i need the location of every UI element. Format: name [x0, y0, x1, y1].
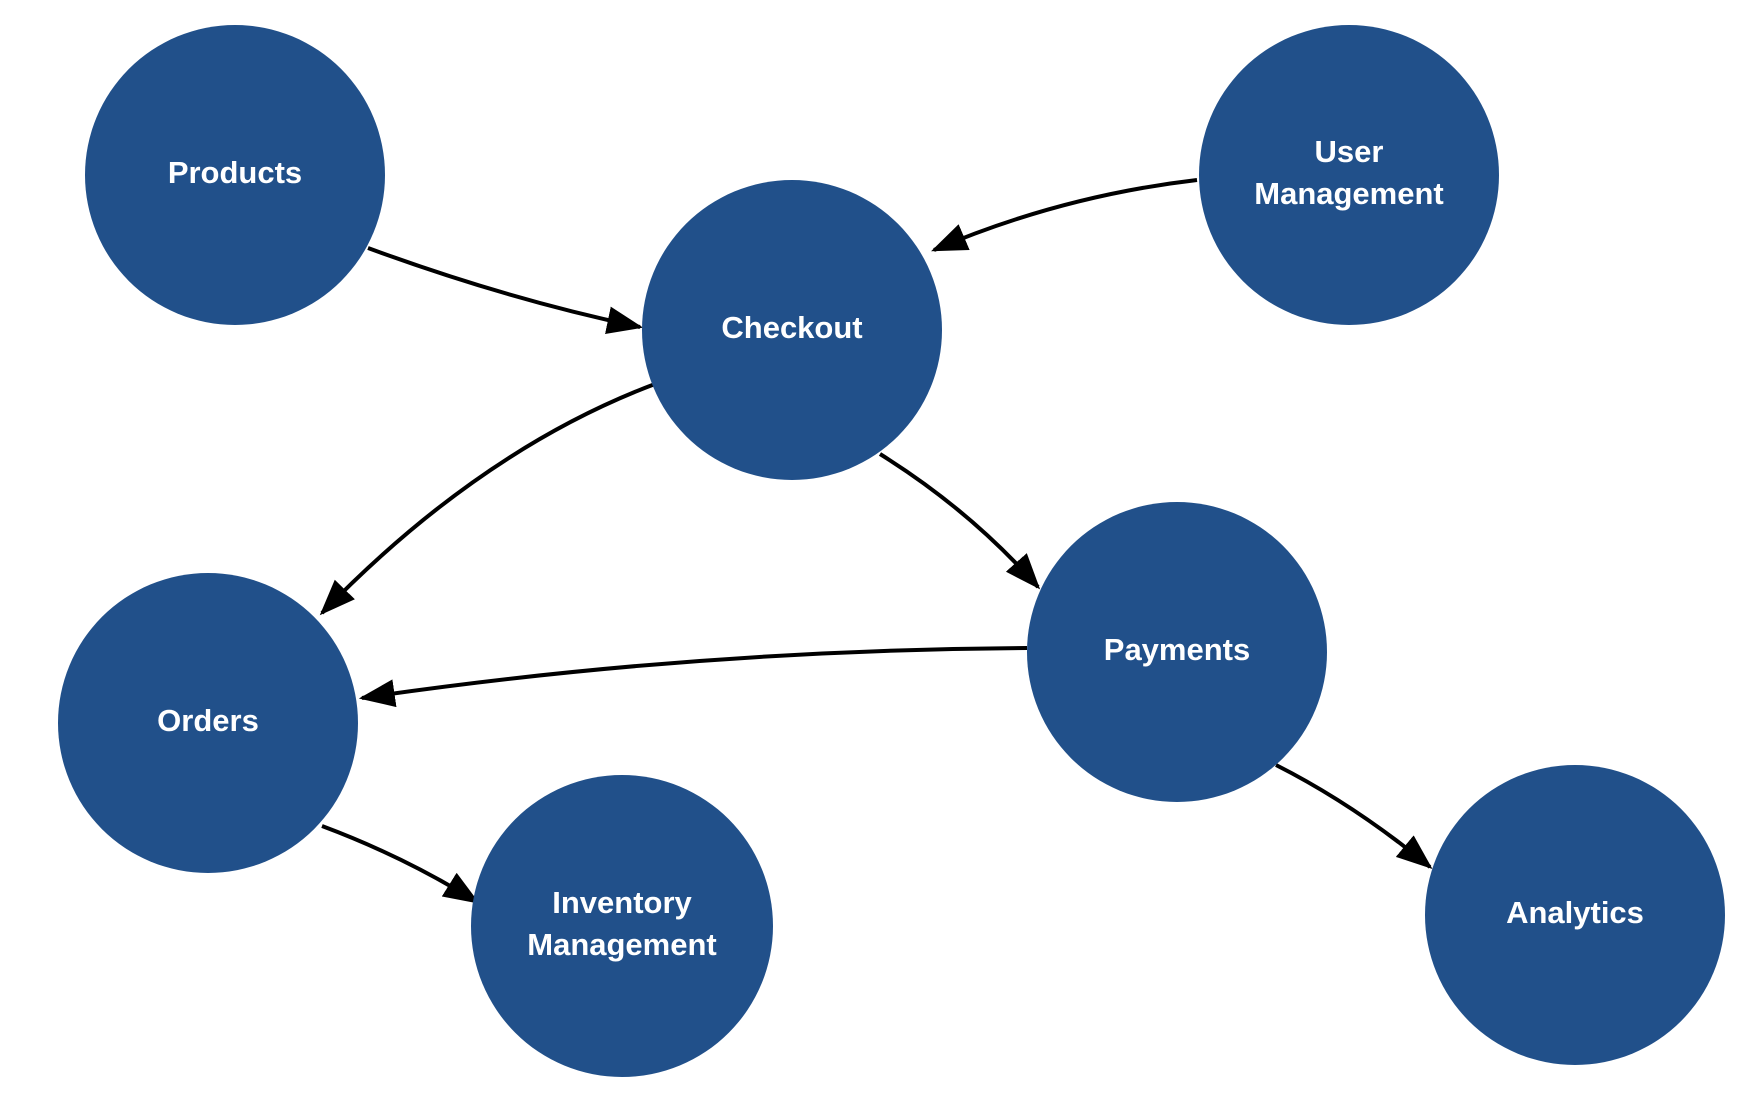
edge-payments-to-analytics	[1275, 763, 1433, 870]
node-circle-checkout[interactable]	[642, 180, 942, 480]
edge-products-to-checkout	[367, 246, 644, 335]
node-products[interactable]: Products	[85, 25, 385, 325]
edge-checkout-to-payments	[878, 452, 1041, 590]
node-payments[interactable]: Payments	[1027, 502, 1327, 802]
node-analytics[interactable]: Analytics	[1425, 765, 1725, 1065]
node-circle-inventory[interactable]	[471, 775, 773, 1077]
edge-payments-to-orders	[358, 646, 1028, 708]
edge-checkout-to-orders	[319, 382, 656, 616]
node-label-orders: Orders	[157, 703, 259, 738]
node-circle-user_mgmt[interactable]	[1199, 25, 1499, 325]
node-label-analytics: Analytics	[1506, 895, 1644, 930]
edge-usermgmt-to-checkout	[931, 178, 1198, 252]
node-circle-orders[interactable]	[58, 573, 358, 873]
node-orders[interactable]: Orders	[58, 573, 358, 873]
node-checkout[interactable]: Checkout	[642, 180, 942, 480]
edges-layer	[319, 178, 1433, 904]
node-label-products: Products	[168, 155, 302, 190]
node-label-checkout: Checkout	[721, 310, 862, 345]
node-circle-products[interactable]	[85, 25, 385, 325]
node-label-payments: Payments	[1104, 632, 1250, 667]
node-circle-analytics[interactable]	[1425, 765, 1725, 1065]
node-circle-payments[interactable]	[1027, 502, 1327, 802]
edge-orders-to-inventory	[321, 824, 480, 904]
